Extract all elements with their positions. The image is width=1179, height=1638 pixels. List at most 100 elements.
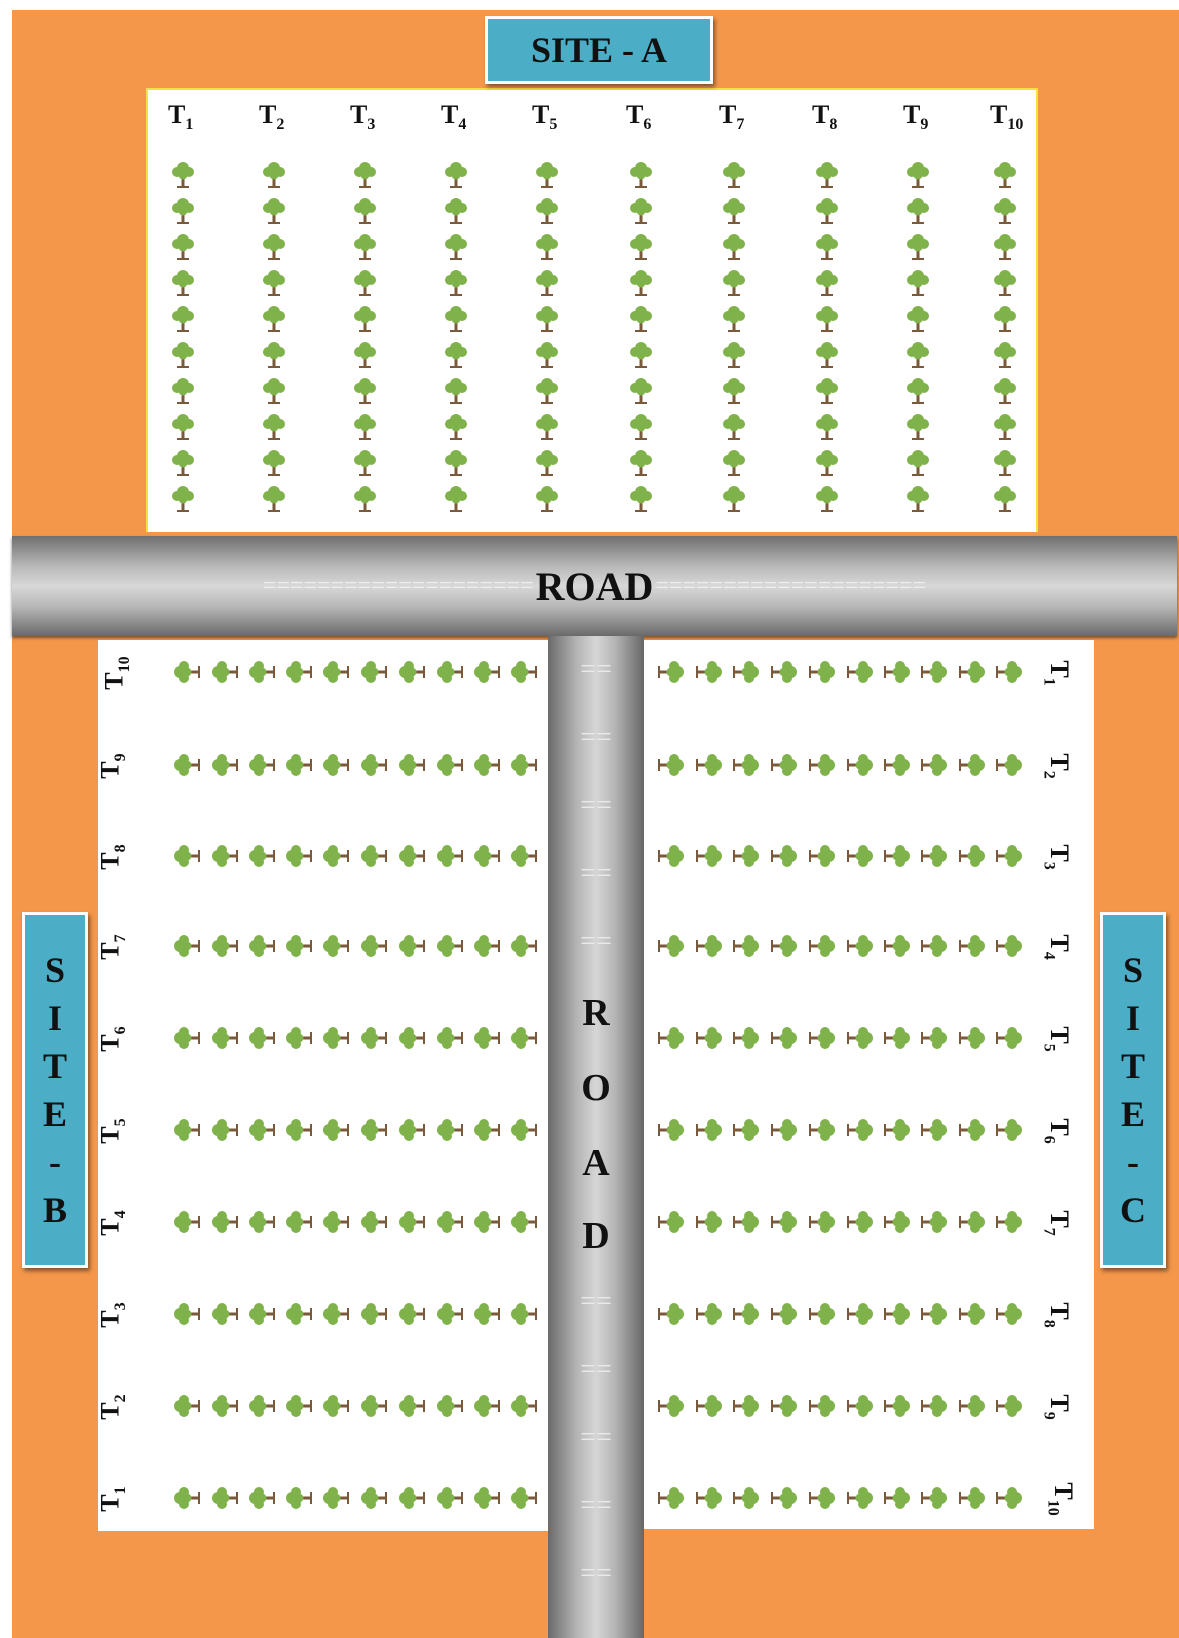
tree-icon [397,1209,427,1235]
tree-icon [882,933,912,959]
tree-icon [882,843,912,869]
tree-icon [172,933,202,959]
tree-icon [443,340,469,370]
tree-icon [359,1209,389,1235]
site-b-row-label: T8 [96,844,130,869]
road-vertical-dashes: == [548,1354,644,1386]
road-vertical-dashes: == [548,1286,644,1318]
tree-icon [845,752,875,778]
tree-icon [694,1025,724,1051]
site-c-label-letter: - [1127,1138,1139,1186]
tree-icon [721,448,747,478]
tree-icon [769,1485,799,1511]
tree-icon [321,659,351,685]
tree-icon [845,659,875,685]
tree-icon [769,752,799,778]
site-c-row-label: T9 [1040,1394,1074,1419]
tree-icon [210,1301,240,1327]
road-vertical-letter: D [548,1214,644,1258]
site-b-label-letter: I [48,994,62,1042]
tree-icon [731,1393,761,1419]
tree-icon [769,659,799,685]
road-vertical-dashes: == [548,1558,644,1590]
road-horizontal: ==================== ROAD ==============… [12,536,1177,636]
tree-icon [359,933,389,959]
tree-icon [359,752,389,778]
tree-icon [472,1485,502,1511]
tree-icon [170,160,196,190]
tree-icon [534,268,560,298]
tree-icon [352,376,378,406]
tree-icon [814,412,840,442]
tree-icon [882,1301,912,1327]
tree-icon [261,376,287,406]
tree-icon [721,484,747,514]
tree-icon [261,268,287,298]
tree-icon [814,448,840,478]
tree-icon [769,1301,799,1327]
tree-icon [807,1485,837,1511]
tree-icon [905,340,931,370]
tree-icon [992,268,1018,298]
tree-icon [170,340,196,370]
tree-icon [210,659,240,685]
tree-icon [170,304,196,334]
road-vertical-dashes: == [548,858,644,890]
tree-icon [721,412,747,442]
tree-icon [882,752,912,778]
tree-icon [261,448,287,478]
tree-icon [731,1209,761,1235]
tree-icon [656,1301,686,1327]
tree-icon [397,1301,427,1327]
tree-icon [359,1393,389,1419]
tree-icon [534,412,560,442]
tree-icon [814,304,840,334]
site-a-column-label: T6 [626,100,651,134]
tree-icon [472,1209,502,1235]
tree-icon [509,933,539,959]
tree-icon [170,448,196,478]
tree-icon [509,1485,539,1511]
tree-icon [994,1301,1024,1327]
tree-icon [656,1393,686,1419]
tree-icon [435,752,465,778]
tree-icon [628,448,654,478]
tree-icon [656,659,686,685]
tree-icon [247,1025,277,1051]
road-horizontal-label: ROAD [536,563,654,610]
tree-icon [321,752,351,778]
tree-icon [170,484,196,514]
tree-icon [352,412,378,442]
tree-icon [284,1393,314,1419]
tree-icon [443,448,469,478]
tree-icon [919,933,949,959]
tree-icon [397,659,427,685]
tree-icon [814,340,840,370]
site-c-label-letter: C [1120,1186,1146,1234]
tree-icon [509,1301,539,1327]
tree-icon [321,1393,351,1419]
tree-icon [769,933,799,959]
site-c-label-letter: S [1123,946,1143,994]
site-b-row-label: T5 [96,1118,130,1143]
tree-icon [397,1485,427,1511]
road-horizontal-text: ==================== ROAD ==============… [12,536,1177,636]
tree-icon [352,484,378,514]
site-b-row-label: T7 [96,934,130,959]
tree-icon [628,376,654,406]
tree-icon [694,843,724,869]
tree-icon [509,752,539,778]
tree-icon [172,1117,202,1143]
tree-icon [905,268,931,298]
site-b-row-label: T6 [96,1026,130,1051]
tree-icon [172,1393,202,1419]
road-vertical-dashes: == [548,722,644,754]
tree-icon [656,933,686,959]
tree-icon [957,933,987,959]
tree-icon [210,1025,240,1051]
tree-icon [435,843,465,869]
tree-icon [210,933,240,959]
tree-icon [731,1485,761,1511]
tree-icon [694,752,724,778]
tree-icon [534,376,560,406]
